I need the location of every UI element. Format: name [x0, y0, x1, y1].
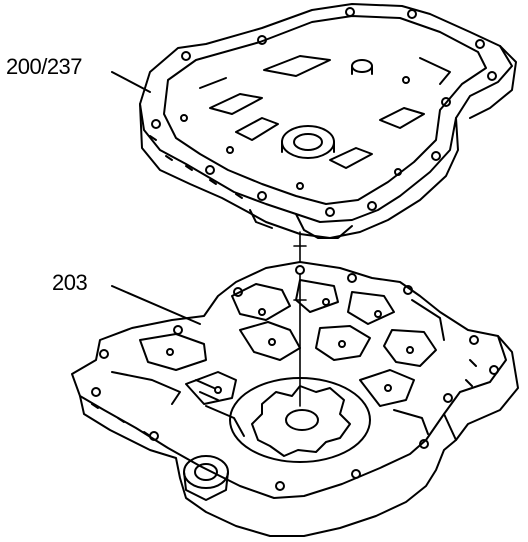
alignment-axis-line [293, 231, 307, 407]
top-plate-assembly [139, 3, 517, 239]
callout-label-bottom: 203 [52, 270, 88, 295]
callout-label-top: 200/237 [6, 54, 83, 79]
leader-line-bottom [111, 285, 201, 325]
leader-line-top [111, 71, 151, 93]
valve-body-assembly [71, 261, 519, 537]
